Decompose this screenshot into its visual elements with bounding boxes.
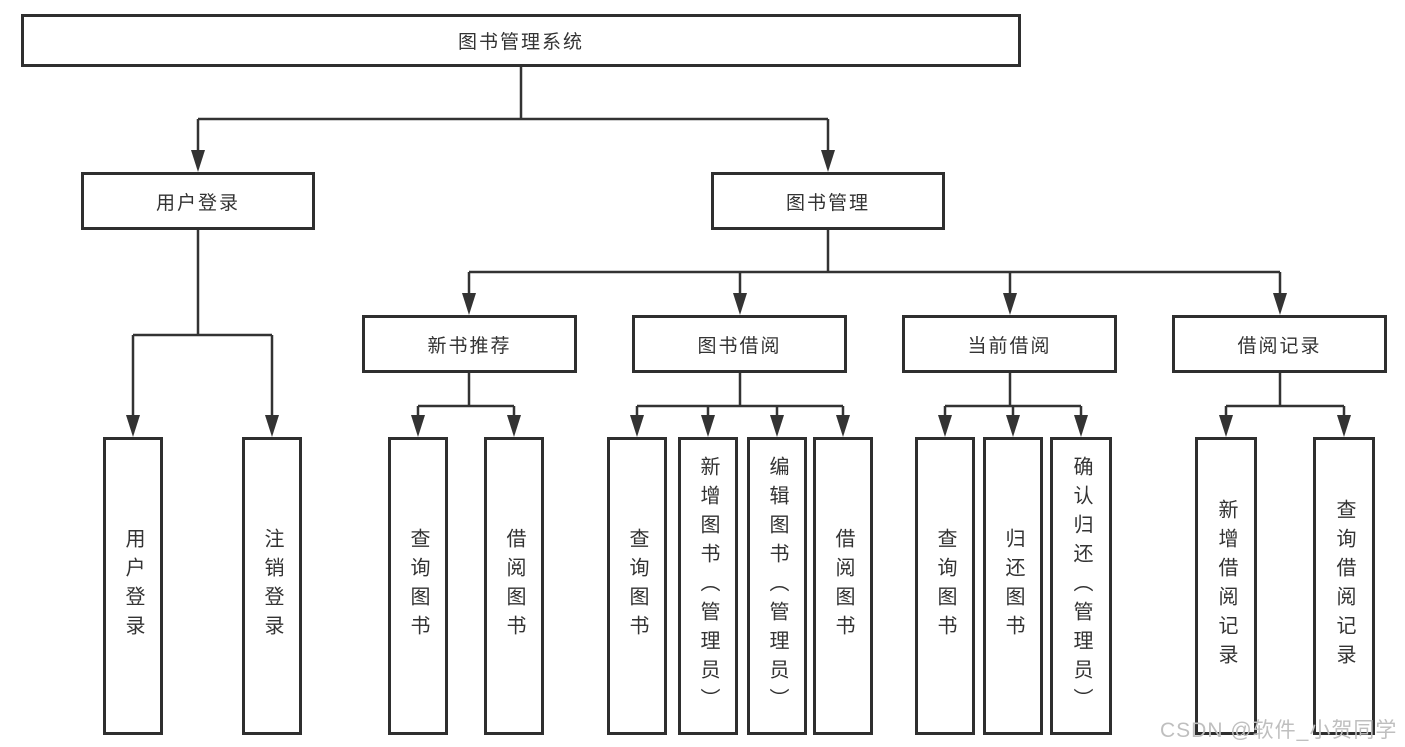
arrow-down-icon [938, 415, 952, 437]
arrow-down-icon [836, 415, 850, 437]
arrow-down-icon [1219, 415, 1233, 437]
leaf-label: 新增图书（管理员） [697, 455, 719, 717]
leaf-query-borrow-record: 查询借阅记录 [1313, 437, 1375, 735]
leaf-label: 注销登录 [261, 528, 283, 644]
leaf-label: 借阅图书 [503, 528, 525, 644]
leaf-label: 归还图书 [1002, 528, 1024, 644]
connector-newbooks-to-leaves [416, 373, 516, 417]
leaf-label: 查询图书 [934, 528, 956, 644]
node-user-login: 用户登录 [81, 172, 315, 230]
arrow-down-icon [630, 415, 644, 437]
node-borrowing-records: 借阅记录 [1172, 315, 1387, 373]
leaf-borrow-books: 借阅图书 [813, 437, 873, 735]
arrow-down-icon [770, 415, 784, 437]
arrowheads [126, 150, 1351, 437]
leaf-query-books-borrow: 查询图书 [607, 437, 667, 735]
connector-records-to-leaves [1224, 373, 1346, 417]
arrow-down-icon [1337, 415, 1351, 437]
node-new-book-recommend: 新书推荐 [362, 315, 577, 373]
csdn-watermark: CSDN @软件_小贺同学 [1160, 719, 1398, 742]
node-current-borrowing: 当前借阅 [902, 315, 1117, 373]
connector-bookborrow-to-leaves [635, 373, 845, 417]
leaf-label: 查询图书 [407, 528, 429, 644]
arrow-down-icon [733, 293, 747, 315]
arrow-down-icon [191, 150, 205, 172]
leaf-add-books-admin: 新增图书（管理员） [678, 437, 738, 735]
arrow-down-icon [265, 415, 279, 437]
arrow-down-icon [126, 415, 140, 437]
arrow-down-icon [821, 150, 835, 172]
leaf-label: 借阅图书 [832, 528, 854, 644]
arrow-down-icon [462, 293, 476, 315]
leaf-label: 确认归还（管理员） [1070, 455, 1092, 717]
arrow-down-icon [1074, 415, 1088, 437]
leaf-add-borrow-record: 新增借阅记录 [1195, 437, 1257, 735]
leaf-logout: 注销登录 [242, 437, 302, 735]
arrow-down-icon [701, 415, 715, 437]
arrow-down-icon [1003, 293, 1017, 315]
leaf-query-books-current: 查询图书 [915, 437, 975, 735]
connector-currentborrow-to-leaves [943, 373, 1083, 417]
leaf-label: 查询借阅记录 [1333, 499, 1355, 673]
leaf-return-books: 归还图书 [983, 437, 1043, 735]
arrow-down-icon [411, 415, 425, 437]
leaf-label: 编辑图书（管理员） [766, 455, 788, 717]
node-library-management-system: 图书管理系统 [21, 14, 1021, 67]
leaf-edit-books-admin: 编辑图书（管理员） [747, 437, 807, 735]
leaf-user-login: 用户登录 [103, 437, 163, 735]
leaf-query-books-newrec: 查询图书 [388, 437, 448, 735]
leaf-label: 查询图书 [626, 528, 648, 644]
arrow-down-icon [1006, 415, 1020, 437]
connector-root-to-level2 [196, 67, 830, 152]
leaf-confirm-return-admin: 确认归还（管理员） [1050, 437, 1112, 735]
leaf-label: 用户登录 [122, 528, 144, 644]
leaf-label: 新增借阅记录 [1215, 499, 1237, 673]
connector-userlogin-to-leaves [131, 230, 274, 417]
leaf-borrow-books-newrec: 借阅图书 [484, 437, 544, 735]
arrow-down-icon [507, 415, 521, 437]
node-book-management: 图书管理 [711, 172, 945, 230]
node-book-borrowing: 图书借阅 [632, 315, 847, 373]
connector-bookmgmt-to-level3 [467, 230, 1282, 295]
arrow-down-icon [1273, 293, 1287, 315]
